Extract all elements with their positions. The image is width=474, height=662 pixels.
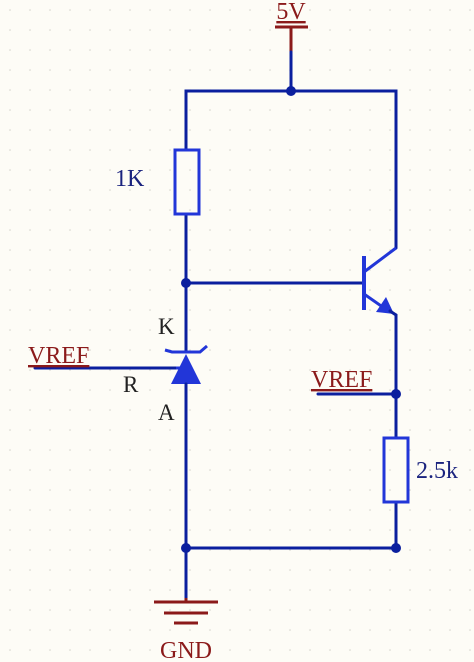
resistor-1k-label: 1K [115,166,145,192]
resistor-1k[interactable]: 1K [115,148,201,216]
pin-label-anode: A [158,400,175,425]
net-label-vref-right: VREF [311,367,372,393]
resistor-2-5k-label: 2.5k [416,458,458,484]
net-label-vref-left: VREF [28,343,89,369]
ground-symbol[interactable]: GND [154,598,218,662]
gnd-label: GND [160,638,212,662]
pin-label-ref: R [123,372,139,397]
wires [33,50,398,600]
resistor-2-5k[interactable]: 2.5k [382,436,458,504]
diode-triangle-icon [171,354,201,384]
npn-transistor[interactable] [328,246,398,317]
vcc-label: 5V [276,0,306,25]
junction-dots [181,86,401,553]
shunt-regulator[interactable]: K R A [123,314,208,425]
pin-label-cathode: K [158,314,175,339]
vcc-power-port[interactable]: 5V [275,0,308,52]
